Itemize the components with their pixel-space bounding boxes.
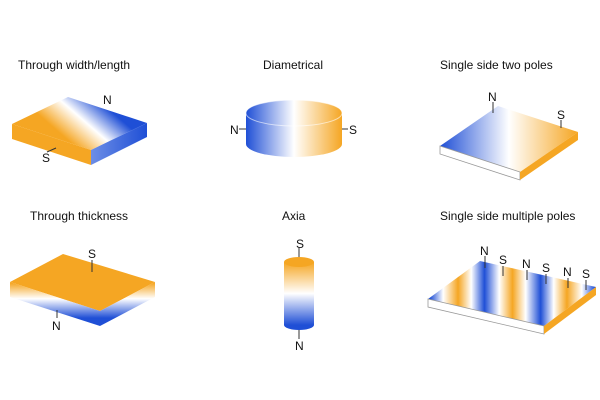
single-side-multiple-poles-title: Single side multiple poles <box>440 209 576 223</box>
through-thickness-magnet: S N <box>10 247 155 333</box>
north-pole-label: N <box>230 123 239 137</box>
single-side-two-poles-title: Single side two poles <box>440 58 553 72</box>
south-pole-label: S <box>296 237 304 251</box>
north-pole-label: N <box>52 319 61 333</box>
single-side-two-poles-magnet: N S <box>439 90 578 181</box>
north-pole-label-2: N <box>522 257 531 271</box>
south-pole-label-3: S <box>582 267 590 281</box>
north-pole-label: N <box>488 90 497 104</box>
south-pole-label: S <box>42 151 50 165</box>
axial-title: Axia <box>282 209 306 223</box>
south-pole-label-2: S <box>542 261 550 275</box>
single-side-multiple-poles-magnet: N S N S N S <box>427 244 596 335</box>
north-pole-label-1: N <box>480 244 489 258</box>
axial-magnet: S N <box>284 237 314 353</box>
diametrical-magnet: N S <box>230 99 357 157</box>
south-pole-label-1: S <box>499 253 507 267</box>
south-pole-label: S <box>88 247 96 261</box>
north-pole-label: N <box>295 339 304 353</box>
south-pole-label: S <box>349 123 357 137</box>
south-pole-label: S <box>557 108 565 122</box>
north-pole-label: N <box>103 93 112 107</box>
through-width-length-title: Through width/length <box>18 58 131 72</box>
diametrical-title: Diametrical <box>263 58 324 72</box>
through-thickness-title: Through thickness <box>30 209 129 223</box>
through-width-length-magnet: N S <box>12 93 147 165</box>
north-pole-label-3: N <box>563 265 572 279</box>
